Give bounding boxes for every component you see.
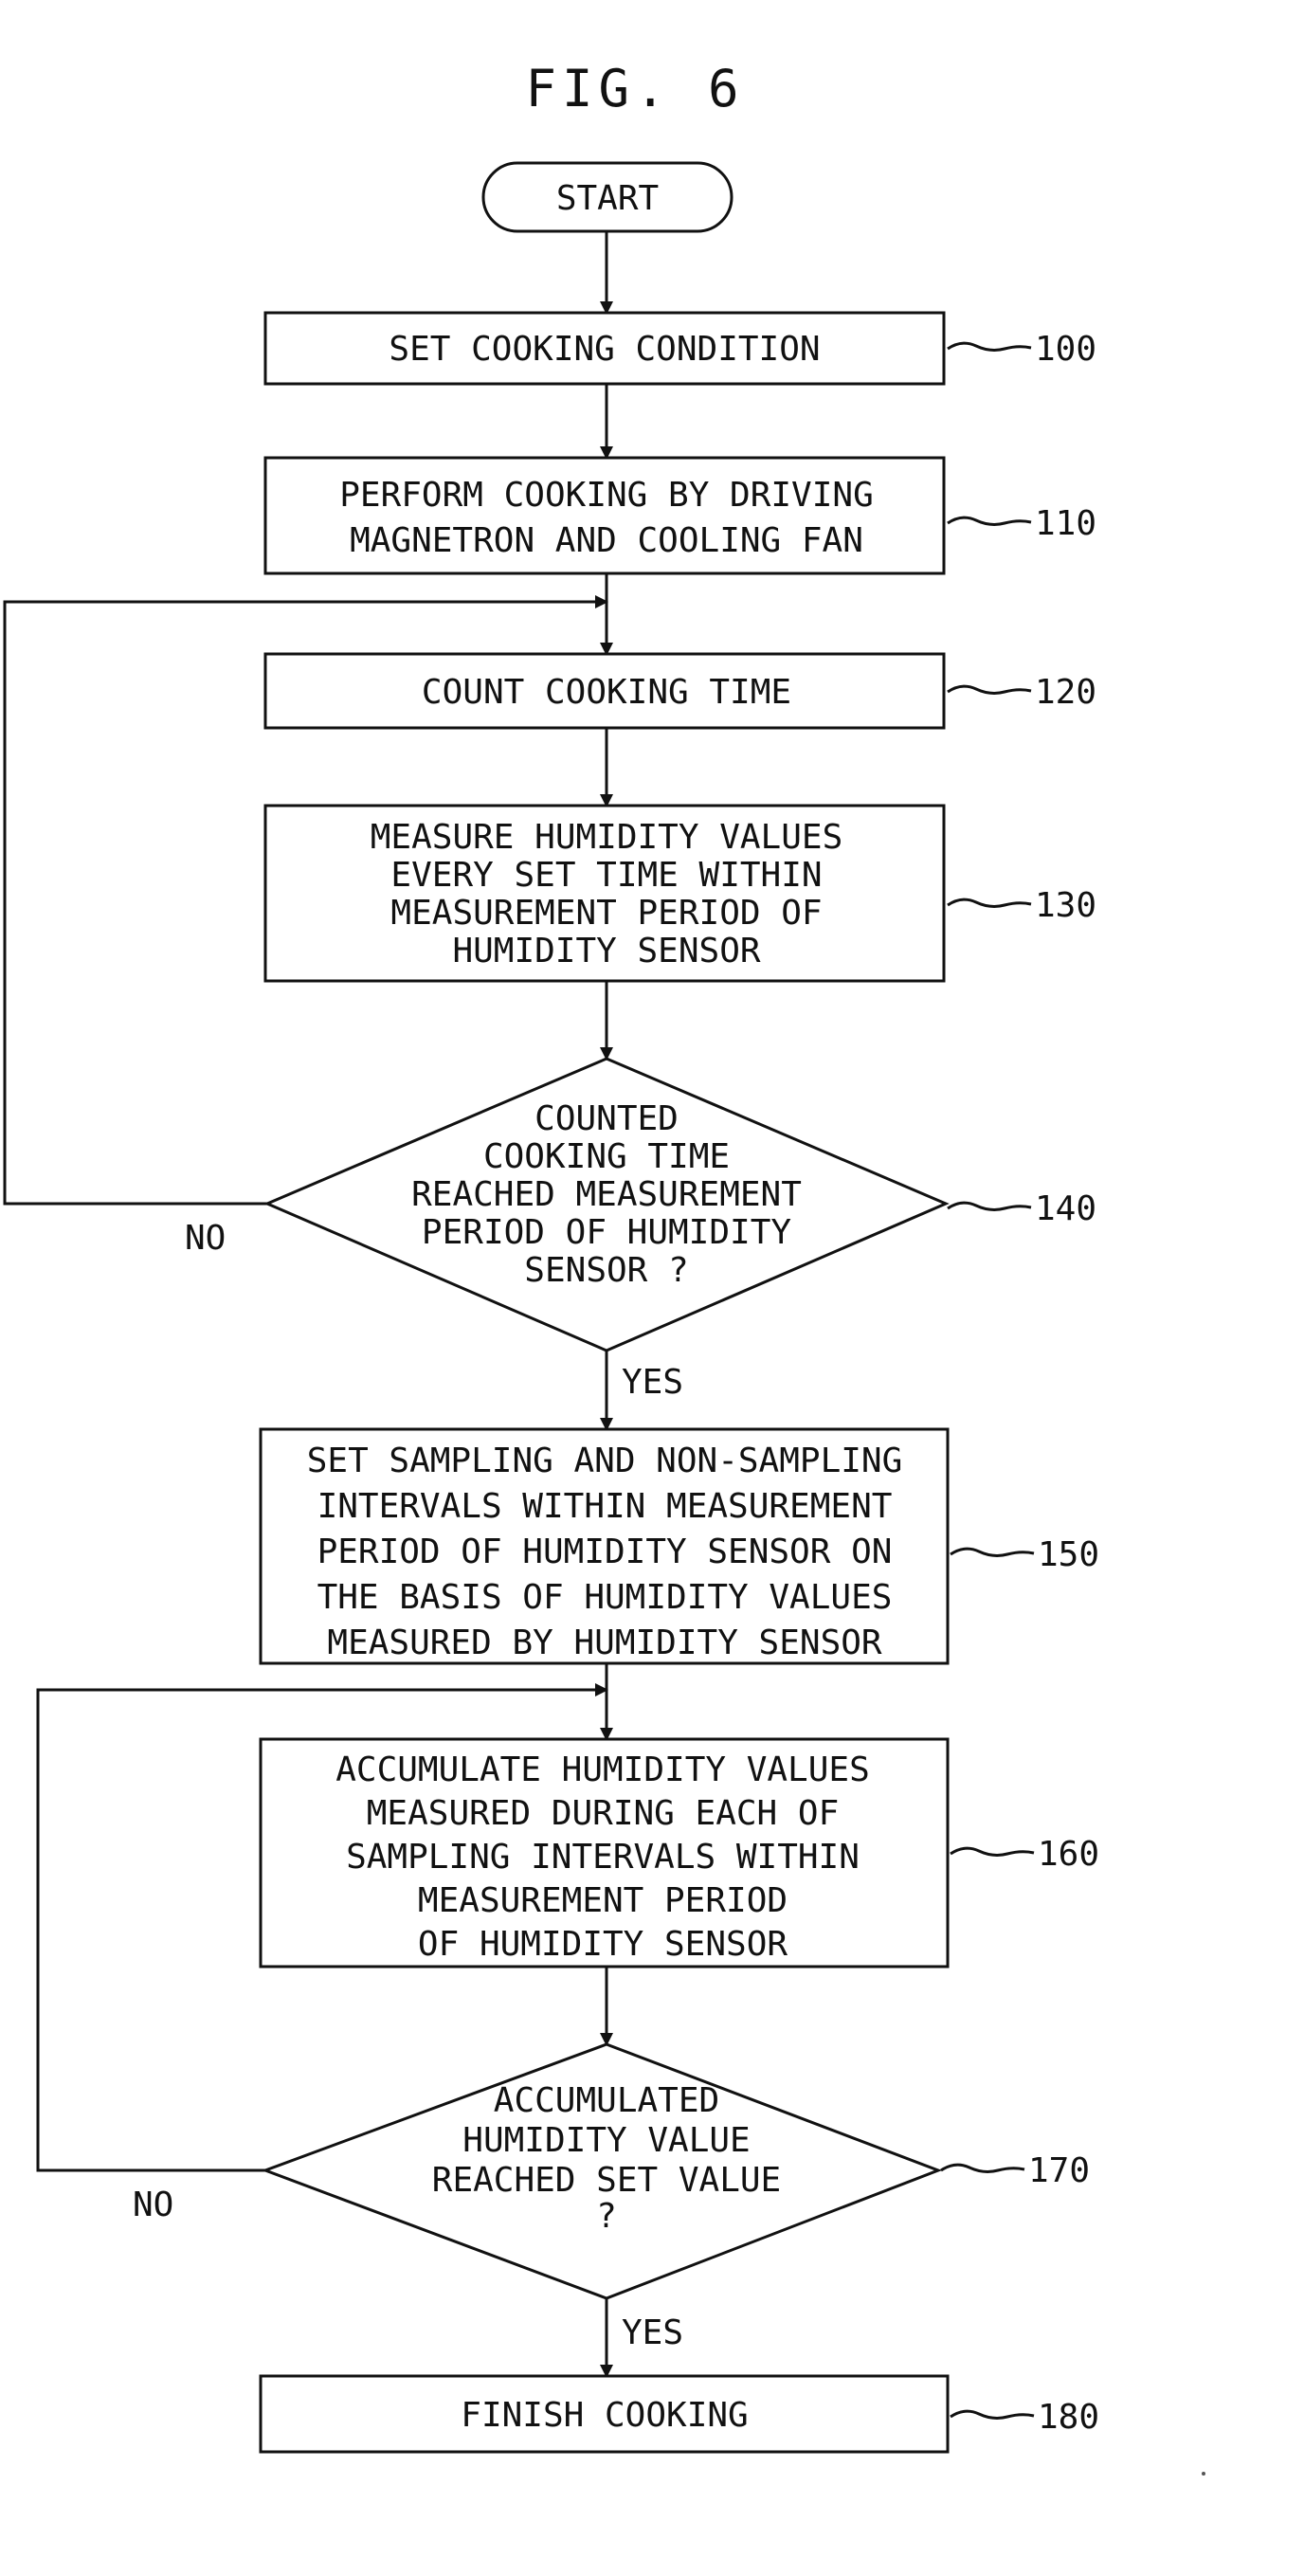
node-text: SET COOKING CONDITION: [389, 330, 820, 369]
node-text: SAMPLING INTERVALS WITHIN: [346, 1838, 860, 1877]
leader-180: [951, 2411, 1034, 2418]
node-text: MAGNETRON AND COOLING FAN: [350, 521, 863, 560]
process-box-100: SET COOKING CONDITION: [265, 313, 944, 384]
node-text: MEASUREMENT PERIOD OF: [390, 894, 822, 933]
process-box-150: SET SAMPLING AND NON-SAMPLING INTERVALS …: [261, 1429, 948, 1663]
leader-100: [948, 343, 1031, 350]
ref-number: 110: [1035, 504, 1096, 543]
edge-label-yes: YES: [622, 2313, 683, 2352]
node-text: HUMIDITY SENSOR: [452, 932, 760, 971]
node-text: ACCUMULATE HUMIDITY VALUES: [335, 1751, 870, 1789]
edge-label-no: NO: [185, 1219, 226, 1258]
node-text: SENSOR ?: [524, 1251, 688, 1290]
process-box-110: PERFORM COOKING BY DRIVING MAGNETRON AND…: [265, 458, 944, 573]
ref-number: 160: [1038, 1835, 1099, 1874]
node-text: ACCUMULATED: [494, 2081, 719, 2120]
leader-150: [951, 1549, 1034, 1555]
node-text: REACHED MEASUREMENT: [411, 1175, 802, 1214]
leader-170: [941, 2165, 1024, 2171]
ref-number: 180: [1038, 2398, 1099, 2437]
node-text: FINISH COOKING: [461, 2396, 748, 2435]
node-text: ?: [596, 2197, 617, 2236]
process-box-120: COUNT COOKING TIME: [265, 654, 944, 728]
node-text: START: [556, 179, 659, 218]
node-text: MEASURE HUMIDITY VALUES: [371, 818, 843, 857]
decision-diamond-140: COUNTED COOKING TIME REACHED MEASUREMENT…: [267, 1059, 946, 1351]
leader-140: [948, 1203, 1031, 1209]
node-text: HUMIDITY VALUE: [462, 2121, 750, 2160]
node-text: THE BASIS OF HUMIDITY VALUES: [317, 1578, 893, 1617]
node-text: OF HUMIDITY SENSOR: [418, 1925, 788, 1964]
ref-number: 130: [1035, 886, 1096, 925]
process-box-180: FINISH COOKING: [261, 2376, 948, 2452]
start-terminal: START: [483, 163, 732, 231]
node-text: EVERY SET TIME WITHIN: [390, 856, 822, 895]
process-box-160: ACCUMULATE HUMIDITY VALUES MEASURED DURI…: [261, 1739, 948, 1967]
node-text: COOKING TIME: [483, 1137, 730, 1176]
edge-label-yes: YES: [622, 1363, 683, 1402]
figure-title: FIG. 6: [525, 59, 744, 118]
node-text: INTERVALS WITHIN MEASUREMENT: [317, 1487, 893, 1526]
ref-number: 170: [1028, 2151, 1090, 2190]
node-text: MEASUREMENT PERIOD: [418, 1881, 788, 1920]
node-text: PERFORM COOKING BY DRIVING: [339, 476, 874, 515]
node-text: COUNTED: [534, 1099, 679, 1138]
leader-160: [951, 1848, 1034, 1855]
node-text: SET SAMPLING AND NON-SAMPLING: [307, 1442, 903, 1480]
reference-leaders: [941, 343, 1034, 2418]
node-text: MEASURED DURING EACH OF: [367, 1794, 840, 1833]
leader-120: [948, 686, 1031, 693]
node-text: REACHED SET VALUE: [432, 2161, 781, 2200]
ref-number: 150: [1038, 1535, 1099, 1574]
scan-speck: [1202, 2472, 1205, 2476]
node-text: COUNT COOKING TIME: [422, 673, 791, 712]
node-text: MEASURED BY HUMIDITY SENSOR: [327, 1624, 882, 1662]
ref-number: 100: [1035, 330, 1096, 369]
ref-number: 120: [1035, 673, 1096, 712]
leader-130: [948, 899, 1031, 906]
node-text: PERIOD OF HUMIDITY SENSOR ON: [317, 1533, 893, 1571]
edge-label-no: NO: [133, 2186, 173, 2224]
decision-diamond-170: ACCUMULATED HUMIDITY VALUE REACHED SET V…: [265, 2044, 938, 2298]
leader-110: [948, 517, 1031, 524]
reference-numerals: 100 110 120 130 140 150 160 170 180: [1028, 330, 1099, 2437]
ref-number: 140: [1035, 1189, 1096, 1228]
node-text: PERIOD OF HUMIDITY: [422, 1213, 791, 1252]
process-box-130: MEASURE HUMIDITY VALUES EVERY SET TIME W…: [265, 806, 944, 981]
